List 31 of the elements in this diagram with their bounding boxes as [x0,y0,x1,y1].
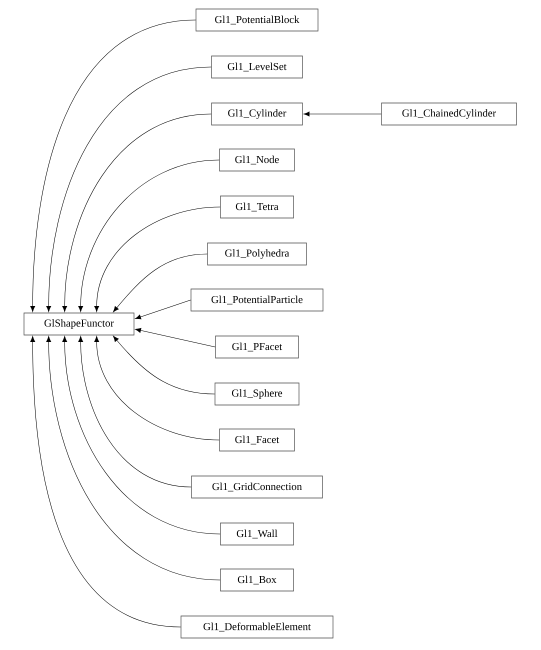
class-box: Gl1_ChainedCylinder [381,102,517,126]
class-box: Gl1_LevelSet [211,56,303,78]
arrow [46,336,220,580]
class-box: Gl1_GridConnection [191,476,323,498]
class-box: GlShapeFunctor [24,312,134,336]
class-box: Gl1_Box [220,568,294,592]
class-box: Gl1_Facet [219,428,295,452]
arrow [78,336,192,488]
class-box: Gl1_DeformableElement [180,616,334,638]
arrow [94,336,220,440]
class-box: Gl1_PFacet [215,336,299,358]
arrow [113,254,208,312]
class-box: Gl1_PotentialParticle [190,288,324,312]
arrow [78,160,220,312]
arrow [304,112,382,116]
class-box: Gl1_Node [219,148,295,172]
class-box: Gl1_Wall [220,522,294,546]
arrow [113,336,215,394]
arrow [62,114,212,312]
class-box: Gl1_Polyhedra [207,242,307,266]
arrow [135,328,216,348]
arrow [135,300,191,320]
class-box: Gl1_Sphere [214,382,300,406]
arrow [30,20,196,312]
arrow [62,336,220,534]
class-box: Gl1_Tetra [220,196,294,218]
arrow [94,206,220,312]
class-box: Gl1_PotentialBlock [196,8,318,32]
arrow [46,66,212,312]
arrow [30,336,181,628]
class-box: Gl1_Cylinder [211,102,303,126]
